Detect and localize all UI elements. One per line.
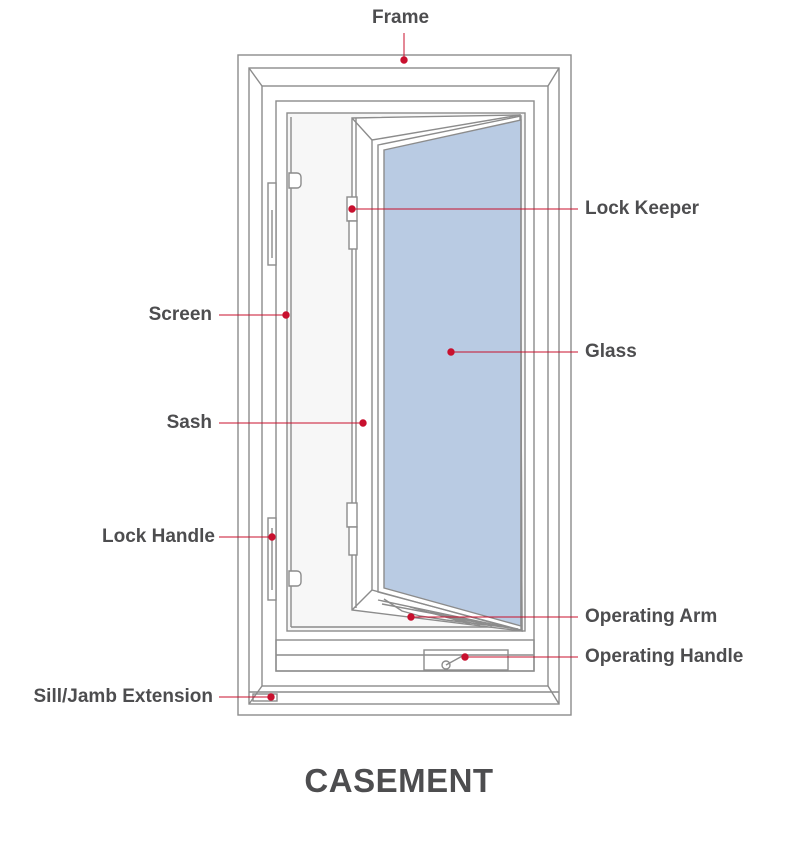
label-operating-handle: Operating Handle (585, 646, 744, 667)
leader-dot-glass (447, 348, 455, 356)
frame-bevel (261, 85, 549, 687)
label-sash: Sash (166, 412, 212, 433)
label-lock-keeper: Lock Keeper (585, 198, 700, 219)
diagram-caption: CASEMENT (304, 762, 494, 799)
label-frame: Frame (372, 7, 430, 28)
leader-dot-lock-handle (268, 533, 276, 541)
label-glass: Glass (585, 341, 637, 362)
leader-dot-sill-jamb-extension (267, 693, 275, 701)
sash-hinge-lower (346, 502, 358, 528)
label-lock-handle: Lock Handle (102, 526, 215, 547)
glass-pane (383, 119, 522, 627)
label-operating-arm: Operating Arm (585, 606, 718, 627)
leader-dot-lock-keeper (348, 205, 356, 213)
leader-dot-operating-handle (461, 653, 469, 661)
frame-inner (248, 67, 560, 705)
leader-dot-operating-arm (407, 613, 415, 621)
leader-dot-sash (359, 419, 367, 427)
leader-dot-frame (400, 56, 408, 64)
leader-dot-screen (282, 311, 290, 319)
label-sill-jamb-extension: Sill/Jamb Extension (33, 686, 214, 707)
window-illustration (237, 54, 572, 716)
label-screen: Screen (148, 304, 212, 325)
leader-lines (219, 33, 578, 701)
